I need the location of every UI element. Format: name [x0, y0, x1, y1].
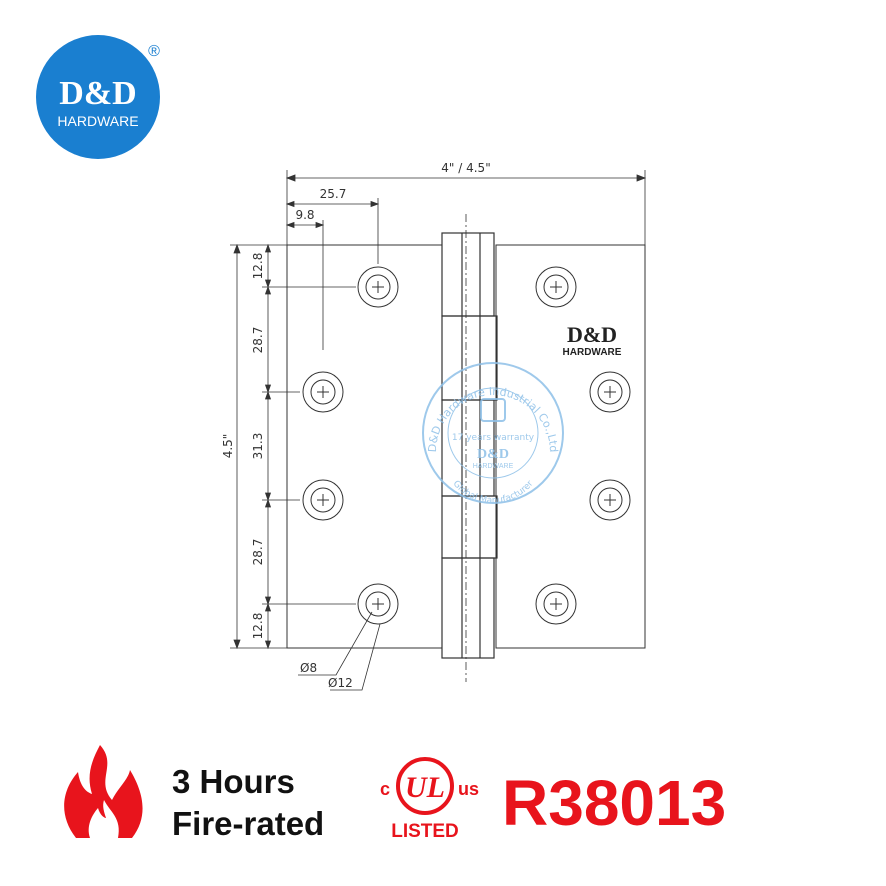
right-leaf-outline: [495, 244, 646, 649]
dim-hole-offset-inner: 9.8: [295, 208, 314, 222]
brand-logo: D&D HARDWARE ®: [36, 35, 160, 159]
watermark-arc-text-bottom: Global Manufacturer: [451, 479, 536, 506]
dim-segment-4: 28.7: [251, 539, 265, 566]
brand-logo-circle: [36, 35, 160, 159]
left-leaf-screw-holes: [302, 266, 399, 625]
dim-inner-diameter: Ø8: [300, 661, 317, 675]
dim-outer-diameter: Ø12: [328, 676, 353, 690]
brand-logo-name: D&D: [59, 75, 136, 112]
screw-hole: [357, 583, 399, 625]
leaf-brand-mark: D&D HARDWARE: [563, 322, 622, 358]
watermark-warranty: 17 years warranty: [452, 433, 535, 443]
registered-mark: ®: [148, 43, 160, 60]
ul-logo-letters: UL: [405, 771, 445, 804]
dim-segment-2: 28.7: [251, 327, 265, 354]
dim-hole-offset-outer: 25.7: [320, 187, 347, 201]
right-leaf-screw-holes: [535, 266, 631, 625]
leaf-brand-tagline: HARDWARE: [563, 347, 622, 358]
model-number: R38013: [502, 767, 726, 839]
ul-listed-mark: c UL us LISTED: [380, 757, 479, 842]
left-leaf-outline: [286, 244, 443, 649]
ul-listed-text: LISTED: [391, 821, 459, 842]
dim-segment-1: 12.8: [251, 253, 265, 280]
dimension-lines: [230, 170, 647, 691]
screw-hole: [302, 371, 344, 413]
dim-segment-5: 12.8: [251, 613, 265, 640]
watermark-emblem-icon: [480, 398, 506, 422]
brand-logo-tagline: HARDWARE: [57, 113, 138, 129]
screw-hole: [535, 583, 577, 625]
hinge-knuckles: [441, 214, 498, 682]
leaf-brand-name: D&D: [567, 322, 617, 347]
screw-hole: [302, 479, 344, 521]
fire-rating-label: Fire-rated: [172, 805, 324, 842]
watermark-logo-name: D&D: [477, 447, 509, 462]
dim-segment-3: 31.3: [251, 433, 265, 460]
screw-hole: [589, 371, 631, 413]
fire-icon: [64, 745, 143, 838]
fire-rating-hours: 3 Hours: [172, 763, 295, 800]
ul-country-c: c: [380, 779, 390, 799]
ul-country-us: us: [458, 779, 479, 799]
watermark-seal: D&D Hardware Industrial Co.,Ltd Global M…: [422, 362, 564, 506]
watermark-logo-tagline: HARDWARE: [473, 463, 514, 470]
screw-hole: [535, 266, 577, 308]
dimension-labels: 4" / 4.5" 25.7 9.8 4.5" 12.8 28.7 31.3 2…: [221, 161, 491, 690]
screw-hole: [589, 479, 631, 521]
dim-overall-width: 4" / 4.5": [441, 161, 490, 175]
ul-circle-icon: [396, 757, 454, 815]
screw-hole: [357, 266, 399, 308]
hinge-drawing: [230, 170, 647, 691]
dim-height: 4.5": [221, 434, 235, 459]
